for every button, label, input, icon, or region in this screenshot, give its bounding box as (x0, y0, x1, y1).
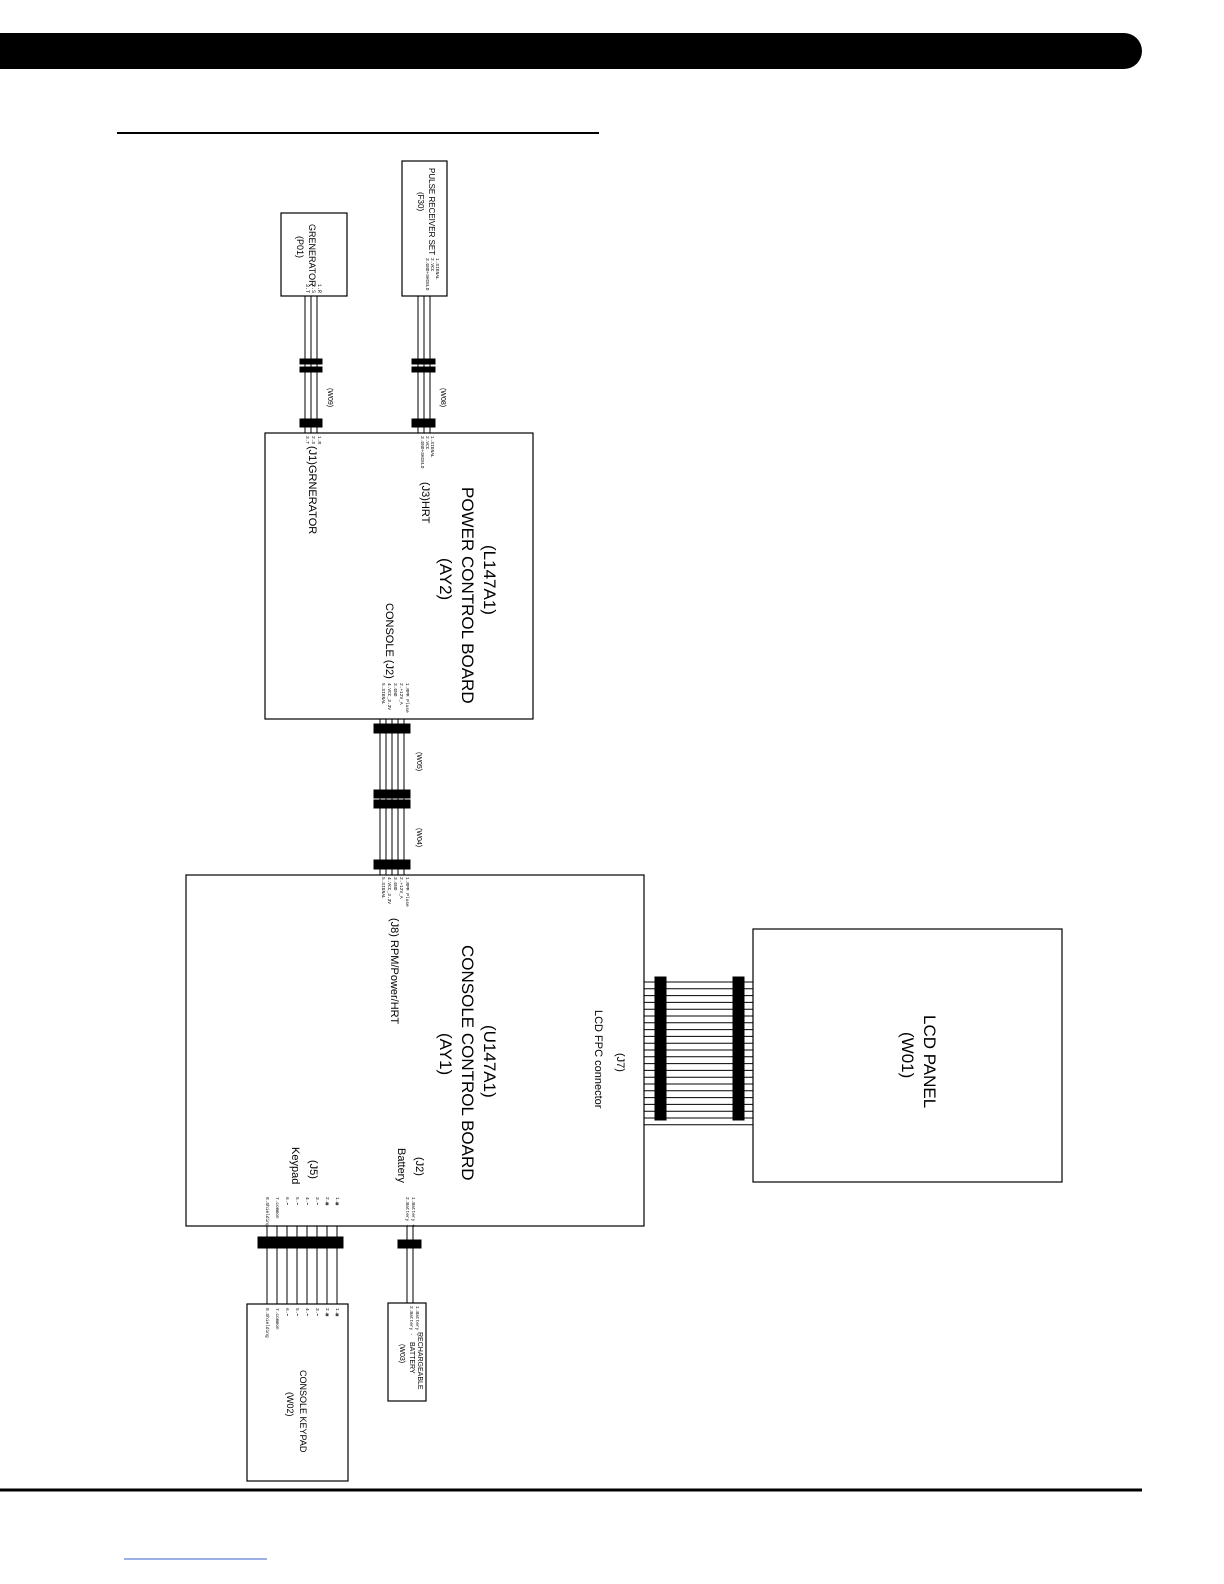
lcd-panel: LCD PANEL (W01) (752, 928, 1063, 1183)
generator-name: GRENERATOR (307, 224, 317, 287)
console-board-j2-code: (J2) (413, 1157, 425, 1176)
pulse-receiver-box: PULSE RECEIVER SET (F30) 1.SIGNAL 2.VCC … (401, 160, 448, 297)
keypad-pin-8: 8.Shielding (264, 1308, 270, 1338)
pulse-receiver-pin-2: 2.VCC (429, 258, 435, 272)
keypad-pin-2: 2.▦ (324, 1308, 330, 1316)
rechargeable-battery: 1.Battery + 2.Battery - RECHARGEABLE BAT… (387, 1302, 427, 1402)
console-board-j5-name: Keypad (289, 1147, 301, 1184)
keypad-pin-3: 3.⬅ (314, 1308, 320, 1316)
harness-w09-label: (W09) (326, 388, 333, 407)
power-board-code: (AY2) (436, 558, 455, 600)
battery-name-2: BATTERY (408, 1342, 415, 1374)
harness-w09 (299, 296, 323, 433)
console-board-j8-pin-3: 3.GND (392, 877, 398, 891)
keypad-pin-1: 1.▦ (334, 1308, 340, 1316)
console-board-name: CONSOLE CONTROL BOARD (458, 945, 477, 1181)
keypad-pin-4: 4.⬅ (304, 1308, 310, 1316)
battery-code: (W03) (398, 1344, 405, 1363)
keypad-pin-5: 5.⬅ (294, 1308, 300, 1316)
console-board-j5-pin-3: 3.⬅ (314, 1197, 320, 1205)
lcd-panel-name: LCD PANEL (920, 1015, 939, 1108)
console-board-j7-name: LCD FPC connector (592, 1010, 604, 1109)
pulse-receiver-code: (F30) (416, 192, 425, 211)
console-board-j5-pin-6: 6.⬅ (284, 1197, 290, 1205)
console-board-j8-pin-1: 1.RPM Pluse (404, 877, 410, 907)
harness-w08 (411, 296, 436, 433)
power-board-j1-pin-1: 1.R (316, 436, 322, 444)
power-board-j2-pin-3: 3.GND (392, 683, 398, 697)
power-board-j3-pin-2: 2.VCC (424, 436, 430, 450)
console-board-j8-pin-4: 4.VCC_3.3V (386, 877, 392, 904)
power-board-j2-pin-4: 4.VCC_3.3V (386, 683, 392, 710)
power-board-j2-pin-2: 2.+12V_A (398, 683, 404, 705)
generator-code: (P01) (295, 236, 305, 258)
keypad-pin-6: 6.⬅ (284, 1308, 290, 1316)
battery-pin-1: 1.Battery + (414, 1306, 420, 1336)
pulse-receiver-name: PULSE RECEIVER SET (427, 168, 436, 255)
power-board-j2: CONSOLE (J2) (383, 603, 395, 679)
harness-w04-label: (W04) (415, 828, 422, 847)
lcd-ribbon-cable (644, 976, 753, 1126)
pulse-receiver-pin-3: 3.GND+SHIELD (424, 258, 430, 291)
console-keypad: CONSOLE KEYPAD (W02) 1.▦ 2.▦ 3.⬅ 4.⬅ 5.⬅… (246, 1303, 349, 1482)
power-board-j1-pin-2: 2.S (310, 436, 316, 444)
ribbon-clamp (654, 976, 667, 1121)
power-board-part: (L147A1) (480, 545, 499, 615)
generator-pin-2: 2.S (310, 284, 316, 293)
console-board-j5-code: (J5) (307, 1160, 319, 1179)
console-board-j8: (J8) RPM/Power/HRT (388, 918, 400, 1024)
console-board-j2-pin-2: 2.Battery - (404, 1197, 410, 1227)
battery-name-1: RECHARGEABLE (416, 1332, 423, 1390)
console-board-j5-pin-2: 2.▦ (324, 1197, 330, 1205)
console-board-j5-pin-5: 5.⬅ (294, 1197, 300, 1205)
keypad-name: CONSOLE KEYPAD (298, 1370, 308, 1453)
power-board-j1: (J1)GRNERATOR (306, 446, 318, 534)
console-board-j5-pin-4: 4.⬅ (304, 1197, 310, 1205)
console-board-part: (U147A1) (480, 1025, 499, 1098)
header-bar (0, 33, 1142, 69)
ribbon-clamp (732, 976, 745, 1121)
console-board-j5-pin-1: 1.▦ (334, 1197, 340, 1205)
console-board-j2-name: Battery (395, 1148, 407, 1183)
keypad-code: (W02) (285, 1392, 295, 1417)
keypad-pin-7: 7.common (274, 1308, 280, 1330)
console-board-j2-pin-1: 1.Battery + (410, 1197, 416, 1227)
harness-w08-label: (W08) (439, 388, 446, 407)
power-board-j3-pin-3: 3.GND+SHIELD (419, 436, 425, 469)
battery-pin-2: 2.Battery - (408, 1306, 414, 1336)
battery-harness (397, 1226, 422, 1303)
power-board-j2-pin-1: 1.RPM Pluse (404, 683, 410, 713)
generator-box: GRENERATOR (P01) 1.R 2.S 3.T (280, 212, 348, 297)
console-board-j8-pin-2: 2.+12V_A (398, 877, 404, 899)
harness-w05-w04 (373, 719, 411, 875)
keypad-harness (257, 1226, 344, 1304)
lcd-panel-code: (W01) (898, 1032, 917, 1078)
pulse-receiver-pin-1: 1.SIGNAL (434, 258, 440, 280)
power-board-j3: (J3)HRT (419, 482, 431, 524)
console-board-code: (AY1) (436, 1033, 455, 1075)
console-board-j5-pin-7: 7.common (274, 1197, 280, 1219)
power-board-j2-pin-5: 5.SIGNAL (380, 683, 386, 705)
generator-pin-1: 1.R (316, 284, 322, 293)
power-board-j1-pin-3: 3.T (304, 436, 310, 444)
console-board-j8-pin-5: 5.SIGNAL (380, 877, 386, 899)
generator-pin-3: 3.T (304, 284, 310, 293)
power-control-board: (L147A1) POWER CONTROL BOARD (AY2) (J1)G… (264, 432, 534, 720)
console-board-j5-pin-8: 8.Shielding (264, 1197, 270, 1227)
console-board-j7-code: (J7) (614, 1053, 626, 1072)
power-board-name: POWER CONTROL BOARD (458, 487, 477, 704)
harness-w05-label: (W05) (415, 752, 422, 771)
console-control-board: (U147A1) CONSOLE CONTROL BOARD (AY1) (J8… (185, 874, 645, 1227)
power-board-j3-pin-1: 1.SIGNAL (429, 436, 435, 458)
